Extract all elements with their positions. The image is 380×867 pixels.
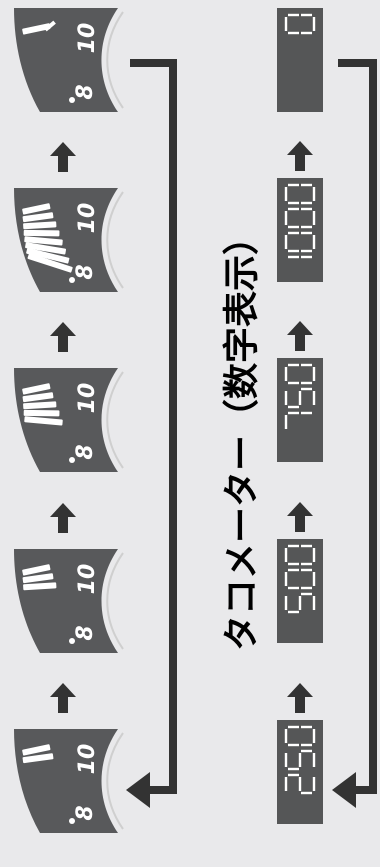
gauge-redline <box>44 20 56 32</box>
gauge-frame-5: 8 10 <box>10 729 128 833</box>
gauge-tick <box>22 383 51 395</box>
gauge-frame-2: 8 10 <box>10 188 128 292</box>
arrow-up-icon <box>50 322 76 352</box>
gauge-arc <box>106 11 124 109</box>
page-title: タコメーター（数字表示） <box>207 205 277 665</box>
gauge-tick <box>22 564 51 576</box>
arrow-up-icon <box>50 142 76 172</box>
gauge-tick <box>22 203 51 215</box>
gauge-face <box>14 729 118 833</box>
gauge-dot <box>69 638 75 644</box>
gauge-label-8: 8 <box>73 805 98 820</box>
gauge-face <box>14 8 118 112</box>
gauge-tick <box>23 229 60 237</box>
lcd-frame-5 <box>277 720 323 824</box>
gauge-tick <box>22 212 54 223</box>
arrow-up-icon <box>50 683 76 713</box>
gauge-arc <box>106 732 124 830</box>
gauge-arc <box>106 371 124 469</box>
lcd-frame-1 <box>277 8 323 112</box>
gauge-tick <box>24 236 63 246</box>
gauge-arc <box>106 191 124 289</box>
gauge-tick <box>23 221 57 230</box>
gauge-tick <box>24 416 63 426</box>
arrow-up-icon <box>50 503 76 533</box>
arrow-up-icon <box>287 141 313 171</box>
lcd-digits <box>284 544 316 614</box>
gauge-label-10: 10 <box>75 744 100 775</box>
gauge-tick <box>23 582 57 591</box>
gauge-tick <box>22 744 51 756</box>
lcd-frame-3 <box>277 358 323 462</box>
lcd-digits <box>284 725 316 795</box>
gauge-face <box>14 549 118 653</box>
gauge-label-10: 10 <box>75 564 100 595</box>
gauge-frame-4: 8 10 <box>10 549 128 653</box>
gauge-tick <box>26 247 70 264</box>
gauge-tick <box>23 401 57 410</box>
gauge-dot <box>69 457 75 463</box>
lcd-frame-2 <box>277 178 323 282</box>
gauge-tick <box>22 573 54 584</box>
gauge-dot <box>69 818 75 824</box>
loop-back-arrow-icon <box>330 58 378 808</box>
lcd-digits <box>284 183 316 259</box>
gauge-frame-1: 8 10 <box>10 8 128 112</box>
gauge-tick <box>22 23 51 35</box>
gauge-dot <box>69 277 75 283</box>
gauge-tick <box>27 253 73 273</box>
gauge-arc <box>106 552 124 650</box>
lcd-digits <box>284 363 316 429</box>
arrow-up-icon <box>287 321 313 351</box>
lcd-frame-4 <box>277 539 323 643</box>
gauge-dot <box>69 97 75 103</box>
lcd-digits <box>284 13 316 35</box>
gauge-tick <box>25 242 67 255</box>
gauge-label-10: 10 <box>75 23 100 54</box>
gauge-label-8: 8 <box>73 84 98 99</box>
arrow-up-icon <box>287 683 313 713</box>
gauge-tick <box>22 392 54 403</box>
gauge-tick <box>23 409 60 417</box>
gauge-label-10: 10 <box>75 203 100 234</box>
loop-back-arrow-icon <box>126 58 180 808</box>
gauge-label-8: 8 <box>73 264 98 279</box>
gauge-frame-3: 8 10 <box>10 368 128 472</box>
gauge-label-10: 10 <box>75 383 100 414</box>
gauge-label-8: 8 <box>73 444 98 459</box>
gauge-label-8: 8 <box>73 625 98 640</box>
title-text: タコメーター（数字表示） <box>222 219 263 651</box>
arrow-up-icon <box>287 502 313 532</box>
gauge-tick <box>22 753 54 764</box>
